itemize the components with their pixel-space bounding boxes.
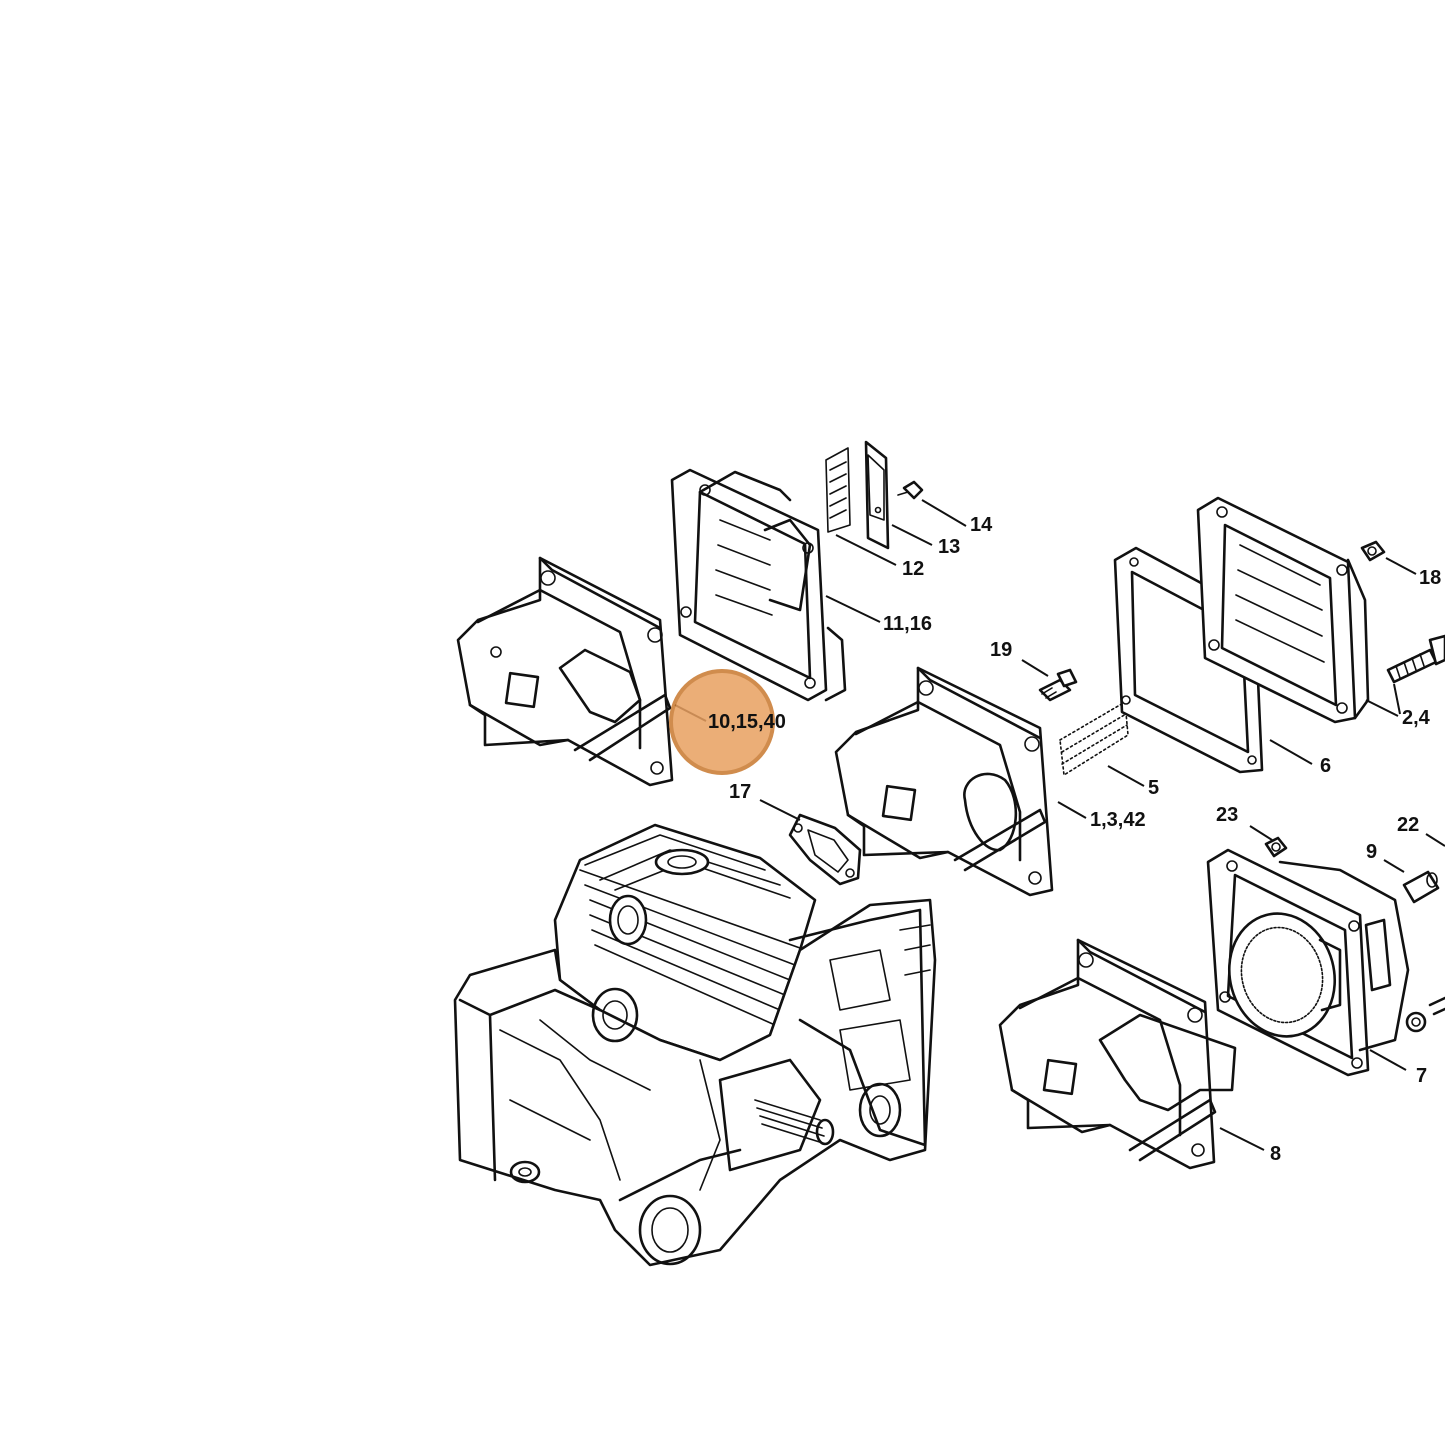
part-label-6[interactable]: 6 bbox=[1320, 755, 1331, 777]
screw-19[interactable] bbox=[1038, 668, 1078, 702]
part-label-13[interactable]: 13 bbox=[938, 536, 960, 558]
cover-plate-upper[interactable] bbox=[670, 468, 847, 702]
part-label-7[interactable]: 7 bbox=[1416, 1065, 1427, 1087]
bolt-2-4[interactable] bbox=[1386, 634, 1445, 684]
part-label-11-16[interactable]: 11,16 bbox=[883, 613, 932, 635]
deflector-plate[interactable] bbox=[864, 440, 890, 550]
part-label-10-15-40[interactable]: 10,15,40 bbox=[708, 711, 786, 733]
muffler-housing-lower[interactable] bbox=[998, 938, 1237, 1170]
part-label-23[interactable]: 23 bbox=[1216, 804, 1238, 826]
spark-screen[interactable] bbox=[825, 447, 851, 533]
screw-14[interactable] bbox=[897, 480, 924, 500]
part-label-12[interactable]: 12 bbox=[902, 558, 924, 580]
highlight-circle bbox=[669, 669, 775, 775]
part-label-5[interactable]: 5 bbox=[1148, 777, 1159, 799]
part-label-9[interactable]: 9 bbox=[1366, 841, 1377, 863]
gasket-17[interactable] bbox=[788, 813, 862, 886]
part-labels: 14 13 12 18 11,16 19 2,4 10,15,40 6 5 17… bbox=[708, 514, 1441, 1165]
cover-plate-right[interactable] bbox=[1196, 496, 1370, 724]
part-label-1-3-42[interactable]: 1,3,42 bbox=[1090, 809, 1146, 831]
part-label-17[interactable]: 17 bbox=[729, 781, 751, 803]
part-label-8[interactable]: 8 bbox=[1270, 1143, 1281, 1165]
muffler-housing-left[interactable] bbox=[456, 556, 674, 787]
part-label-19[interactable]: 19 bbox=[990, 639, 1012, 661]
part-label-18[interactable]: 18 bbox=[1419, 567, 1441, 589]
part-label-22[interactable]: 22 bbox=[1397, 814, 1419, 836]
spark-mesh-5[interactable] bbox=[1059, 701, 1129, 776]
part-label-14[interactable]: 14 bbox=[970, 514, 993, 536]
muffler-7[interactable] bbox=[1206, 848, 1410, 1077]
nut-23[interactable] bbox=[1264, 836, 1288, 858]
part-label-2-4[interactable]: 2,4 bbox=[1402, 707, 1431, 729]
leader-lines bbox=[674, 499, 1445, 1151]
nut-18[interactable] bbox=[1360, 540, 1386, 562]
washer-and-stud[interactable] bbox=[1405, 996, 1445, 1033]
engine-crankcase[interactable] bbox=[453, 823, 937, 1267]
sleeve-9[interactable] bbox=[1402, 870, 1440, 904]
muffler-housing-center[interactable] bbox=[834, 666, 1054, 897]
